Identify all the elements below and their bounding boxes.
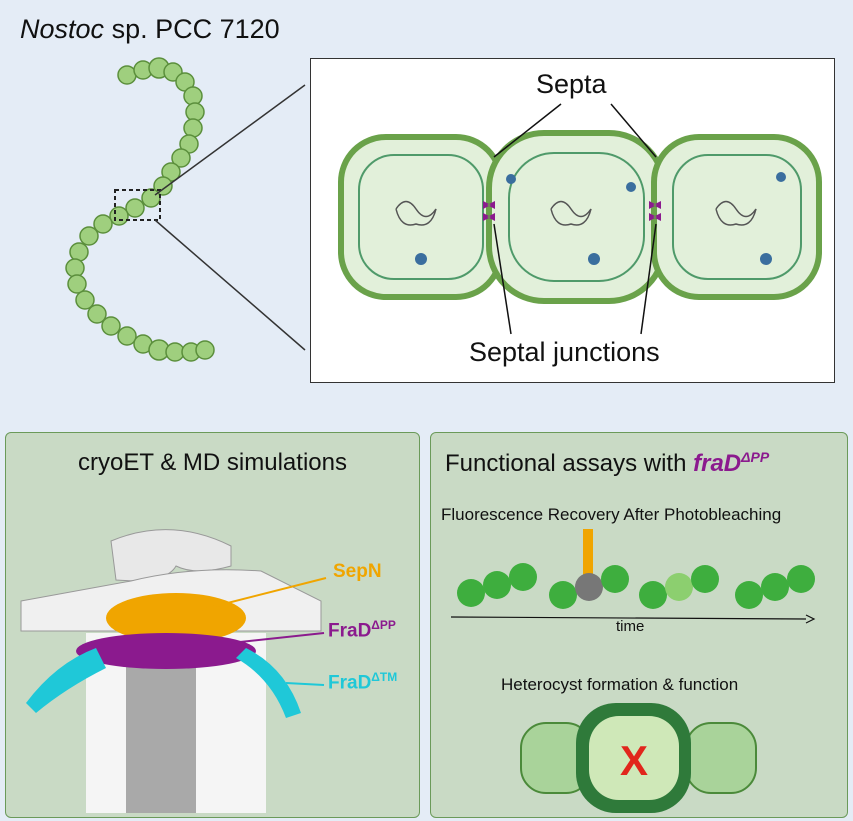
gene-base: fraD (693, 450, 742, 477)
sepn-label: SepN (333, 561, 382, 582)
assay-illustration: X (450, 529, 816, 813)
gene-sup: ΔPP (741, 449, 770, 465)
molecular-structure-illustration (20, 529, 327, 813)
organism-name: Nostoc (20, 14, 105, 44)
figure-title: Nostoc sp. PCC 7120 (20, 14, 280, 45)
functional-assays-panel: Functional assays with fraDΔPP Fluoresce… (430, 432, 848, 818)
cryoet-panel-title: cryoET & MD simulations (78, 449, 347, 476)
zoom-panel: Septa Septal junctions (310, 58, 835, 383)
time-axis-label: time (616, 618, 645, 635)
fradpp-label-base: FraD (328, 620, 372, 642)
frap-title: Fluorescence Recovery After Photobleachi… (441, 505, 782, 524)
strain-name: sp. PCC 7120 (111, 14, 280, 44)
gene-name: fraDΔPP (693, 449, 770, 477)
cryoet-panel: cryoET & MD simulations SepN FraDΔPP Fra… (5, 432, 420, 818)
filament-illustration (65, 57, 306, 362)
heterocyst-title: Heterocyst formation & function (501, 675, 739, 694)
functional-title-prefix: Functional assays with (445, 450, 687, 477)
fradtm-label-sup: ΔTM (371, 670, 398, 684)
fradpp-label: FraDΔPP (328, 618, 396, 642)
fradpp-label-sup: ΔPP (371, 618, 396, 632)
septal-junctions-label: Septal junctions (469, 337, 660, 367)
blocked-x-mark: X (620, 737, 648, 784)
septa-label: Septa (536, 69, 607, 99)
fradtm-label-base: FraD (328, 672, 372, 694)
fradtm-label: FraDΔTM (328, 670, 397, 694)
cell-illustration (338, 103, 822, 335)
functional-panel-title: Functional assays with fraDΔPP (445, 449, 769, 478)
